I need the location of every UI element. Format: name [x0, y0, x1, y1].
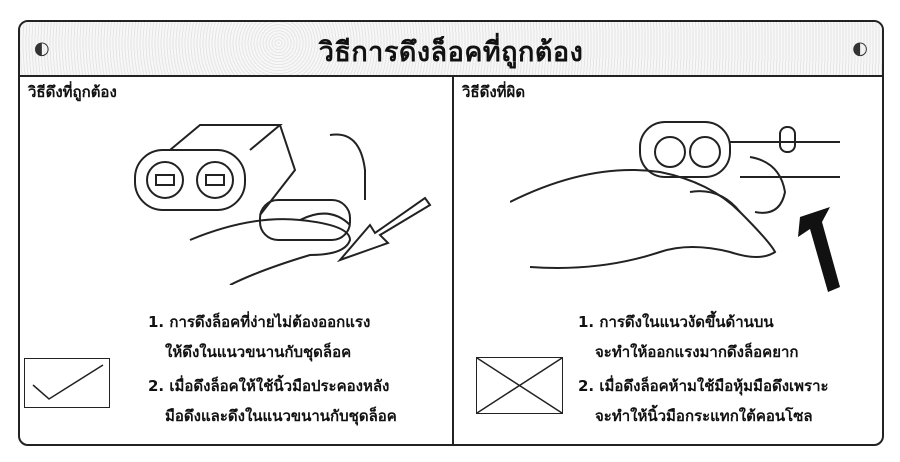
- checkmark-icon: [24, 358, 110, 408]
- wrong-line-4: จะทำให้นิ้วมือกระแทกใต้คอนโซล: [595, 407, 813, 425]
- page-title: วิธีการดึงล็อคที่ถูกต้อง: [318, 37, 584, 68]
- correct-line-3: 2. เมื่อดึงล็อคให้ใช้นิ้วมือประคองหลัง: [148, 377, 390, 395]
- correct-line-4: มือดึงและดึงในแนวขนานกับชุดล็อค: [165, 407, 397, 425]
- rivet-icon: ◐: [34, 38, 50, 59]
- cross-icon: [476, 357, 563, 414]
- correct-pull-illustration: [134, 124, 432, 285]
- correct-line-1: 1. การดึงล็อคที่ง่ายไม่ต้องออกแรง: [148, 313, 371, 331]
- column-divider: [452, 75, 454, 444]
- title-banner: ◐ วิธีการดึงล็อคที่ถูกต้อง ◐: [20, 22, 882, 77]
- correct-line-2: ให้ดึงในแนวขนานกับชุดล็อค: [165, 343, 352, 361]
- rivet-icon: ◐: [852, 38, 868, 59]
- wrong-method-heading: วิธีดึงที่ผิด: [462, 83, 526, 101]
- wrong-line-2: จะทำให้ออกแรงมากดึงล็อคยาก: [595, 343, 799, 361]
- wrong-line-3: 2. เมื่อดึงล็อคห้ามใช้มือหุ้มมือดึงเพราะ: [578, 377, 829, 395]
- instruction-panel: ◐ วิธีการดึงล็อคที่ถูกต้อง ◐ วิธีดึงที่ถ…: [18, 20, 884, 446]
- wrong-pull-illustration: [510, 121, 840, 292]
- wrong-line-1: 1. การดึงในแนวงัดขึ้นด้านบน: [578, 313, 774, 331]
- correct-method-heading: วิธีดึงที่ถูกต้อง: [28, 83, 117, 101]
